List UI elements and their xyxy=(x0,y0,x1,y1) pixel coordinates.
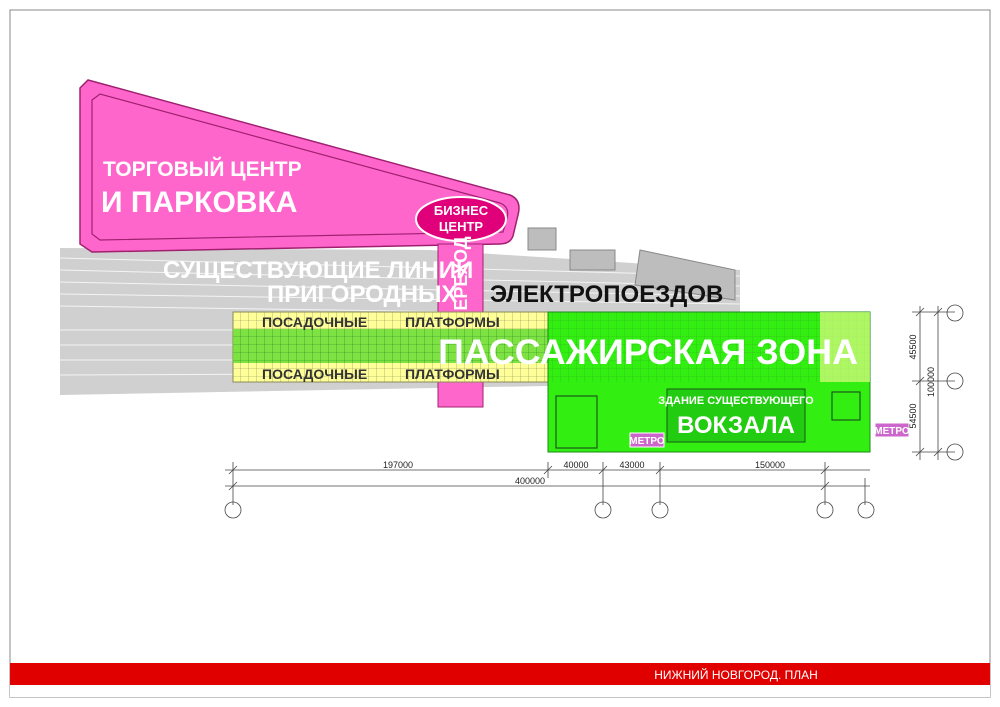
dim-43000: 43000 xyxy=(619,460,644,470)
metro-label-right: МЕТРО xyxy=(874,426,910,437)
footer-bar: НИЖНИЙ НОВГОРОД. ПЛАН xyxy=(10,663,990,697)
passenger-zone-label: ПАССАЖИРСКАЯ ЗОНА xyxy=(438,333,858,372)
dim-45500: 45500 xyxy=(908,334,918,359)
metro-badge-left: МЕТРО xyxy=(629,432,665,448)
crossing-label: ПЕРЕХОД xyxy=(451,236,471,323)
axis-marker-a xyxy=(946,304,964,322)
dim-150000: 150000 xyxy=(755,460,785,470)
business-center: БИЗНЕС ЦЕНТР xyxy=(415,196,507,242)
passenger-zone: ЗДАНИЕ СУЩЕСТВУЮЩЕГО ВОКЗАЛА xyxy=(547,311,871,453)
axis-marker-1 xyxy=(224,501,242,519)
business-label-line2: ЦЕНТР xyxy=(439,219,483,234)
dim-197000: 197000 xyxy=(383,460,413,470)
metro-label-left: МЕТРО xyxy=(629,436,665,447)
footer-title: НИЖНИЙ НОВГОРОД. ПЛАН xyxy=(654,667,818,682)
station-label-big: ВОКЗАЛА xyxy=(677,412,795,439)
dim-40000: 40000 xyxy=(563,460,588,470)
axis-marker-b xyxy=(946,372,964,390)
mall-label-line2: И ПАРКОВКА xyxy=(101,186,297,219)
station-annex-right xyxy=(831,391,861,421)
mall-parking-block: ТОРГОВЫЙ ЦЕНТР И ПАРКОВКА xyxy=(79,79,520,253)
axis-marker-3 xyxy=(651,501,669,519)
platform-top-label-b: ПЛАТФОРМЫ xyxy=(405,314,500,330)
axis-marker-c xyxy=(946,443,964,461)
axis-marker-2 xyxy=(594,501,612,519)
business-label-line1: БИЗНЕС xyxy=(434,203,489,218)
track-building-1 xyxy=(527,227,557,251)
platform-top-label-a: ПОСАДОЧНЫЕ xyxy=(262,314,367,330)
dim-400000: 400000 xyxy=(515,476,545,486)
existing-lines-row2a: ПРИГОРОДНЫХ xyxy=(267,281,457,308)
platform-bottom-label-b: ПЛАТФОРМЫ xyxy=(405,366,500,382)
track-building-3 xyxy=(634,249,736,301)
metro-badge-right: МЕТРО xyxy=(874,422,910,438)
platform-bottom-label-a: ПОСАДОЧНЫЕ xyxy=(262,366,367,382)
existing-lines-row2b: ЭЛЕКТРОПОЕЗДОВ xyxy=(490,281,723,308)
mall-label-line1: ТОРГОВЫЙ ЦЕНТР xyxy=(103,157,302,181)
track-building-2 xyxy=(569,249,616,271)
dim-100000: 100000 xyxy=(926,367,936,397)
station-building xyxy=(666,388,806,443)
station-label-small: ЗДАНИЕ СУЩЕСТВУЮЩЕГО xyxy=(658,395,814,407)
vertical-dimensions xyxy=(912,304,964,461)
horizontal-dimensions xyxy=(224,462,875,519)
axis-marker-4 xyxy=(816,501,834,519)
station-annex-left xyxy=(555,395,598,449)
axis-marker-5 xyxy=(857,501,875,519)
existing-lines-row1: СУЩЕСТВУЮЩИЕ ЛИНИИ xyxy=(163,257,473,284)
dim-54500: 54500 xyxy=(908,403,918,428)
